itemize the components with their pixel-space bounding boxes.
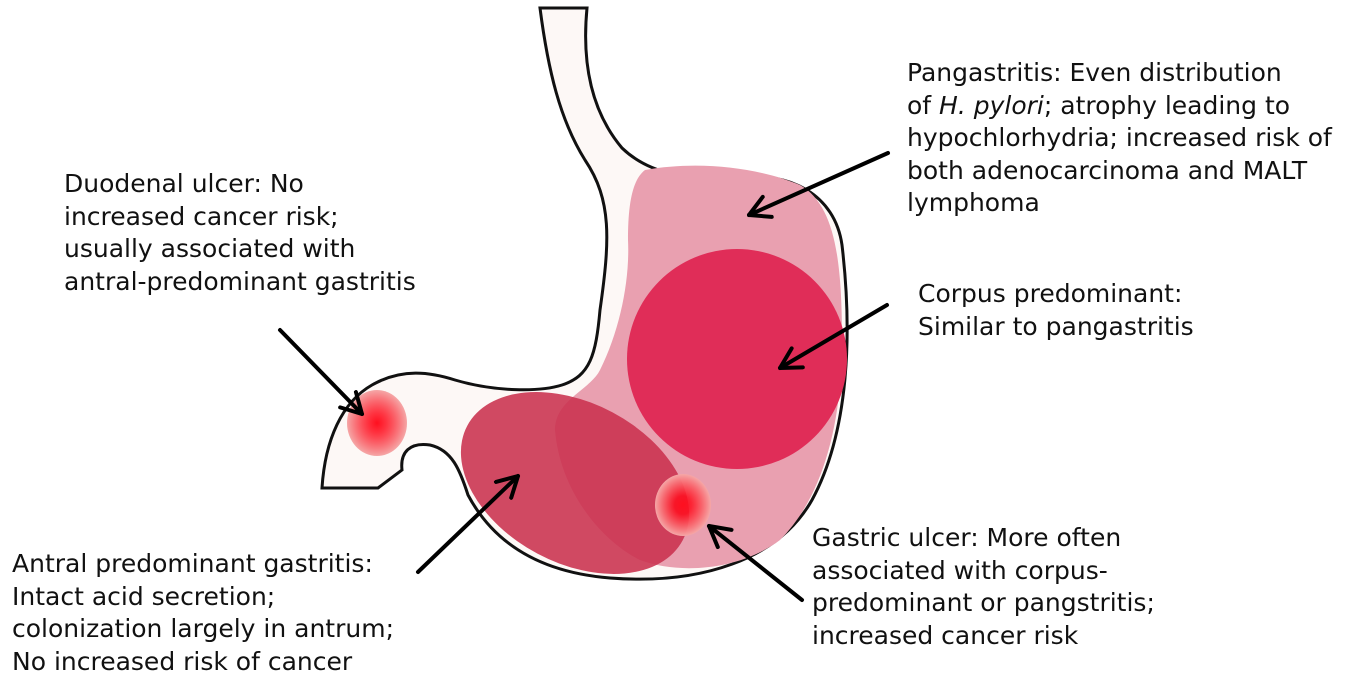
antral-predominant-label: Antral predominant gastritis: Intact aci… bbox=[12, 548, 394, 678]
duodenal-ulcer-label: Duodenal ulcer: No increased cancer risk… bbox=[64, 168, 416, 298]
duodenal-line-3: usually associated with bbox=[64, 233, 416, 266]
h-pylori-italic: H. pylori bbox=[939, 91, 1044, 120]
gastric-ulcer-spot bbox=[655, 474, 711, 536]
antral-line-2: Intact acid secretion; bbox=[12, 581, 394, 614]
antral-line-3: colonization largely in antrum; bbox=[12, 613, 394, 646]
pangastritis-line-3: hypochlorhydria; increased risk of bbox=[907, 122, 1332, 155]
pangastritis-line-2-post: ; atrophy leading to bbox=[1044, 91, 1290, 120]
corpus-line-2: Similar to pangastritis bbox=[918, 311, 1194, 344]
pangastritis-line-1: Pangastritis: Even distribution bbox=[907, 57, 1332, 90]
pangastritis-line-2: of H. pylori; atrophy leading to bbox=[907, 90, 1332, 123]
antral-line-1: Antral predominant gastritis: bbox=[12, 548, 394, 581]
gastric-ulcer-label: Gastric ulcer: More often associated wit… bbox=[812, 522, 1155, 652]
duodenal-line-1: Duodenal ulcer: No bbox=[64, 168, 416, 201]
duodenal-ulcer-spot bbox=[347, 390, 407, 456]
gastric-line-1: Gastric ulcer: More often bbox=[812, 522, 1155, 555]
corpus-line-1: Corpus predominant: bbox=[918, 278, 1194, 311]
duodenal-line-4: antral-predominant gastritis bbox=[64, 266, 416, 299]
pangastritis-line-4: both adenocarcinoma and MALT bbox=[907, 155, 1332, 188]
corpus-region bbox=[627, 249, 847, 469]
pangastritis-line-2-pre: of bbox=[907, 91, 939, 120]
gastric-line-2: associated with corpus- bbox=[812, 555, 1155, 588]
antral-line-4: No increased risk of cancer bbox=[12, 646, 394, 679]
gastric-line-4: increased cancer risk bbox=[812, 620, 1155, 653]
pangastritis-label: Pangastritis: Even distribution of H. py… bbox=[907, 57, 1332, 220]
duodenal-line-2: increased cancer risk; bbox=[64, 201, 416, 234]
arrow-duodenal-ulcer bbox=[280, 330, 362, 414]
gastric-line-3: predominant or pangstritis; bbox=[812, 587, 1155, 620]
pangastritis-line-5: lymphoma bbox=[907, 187, 1332, 220]
corpus-predominant-label: Corpus predominant: Similar to pangastri… bbox=[918, 278, 1194, 343]
